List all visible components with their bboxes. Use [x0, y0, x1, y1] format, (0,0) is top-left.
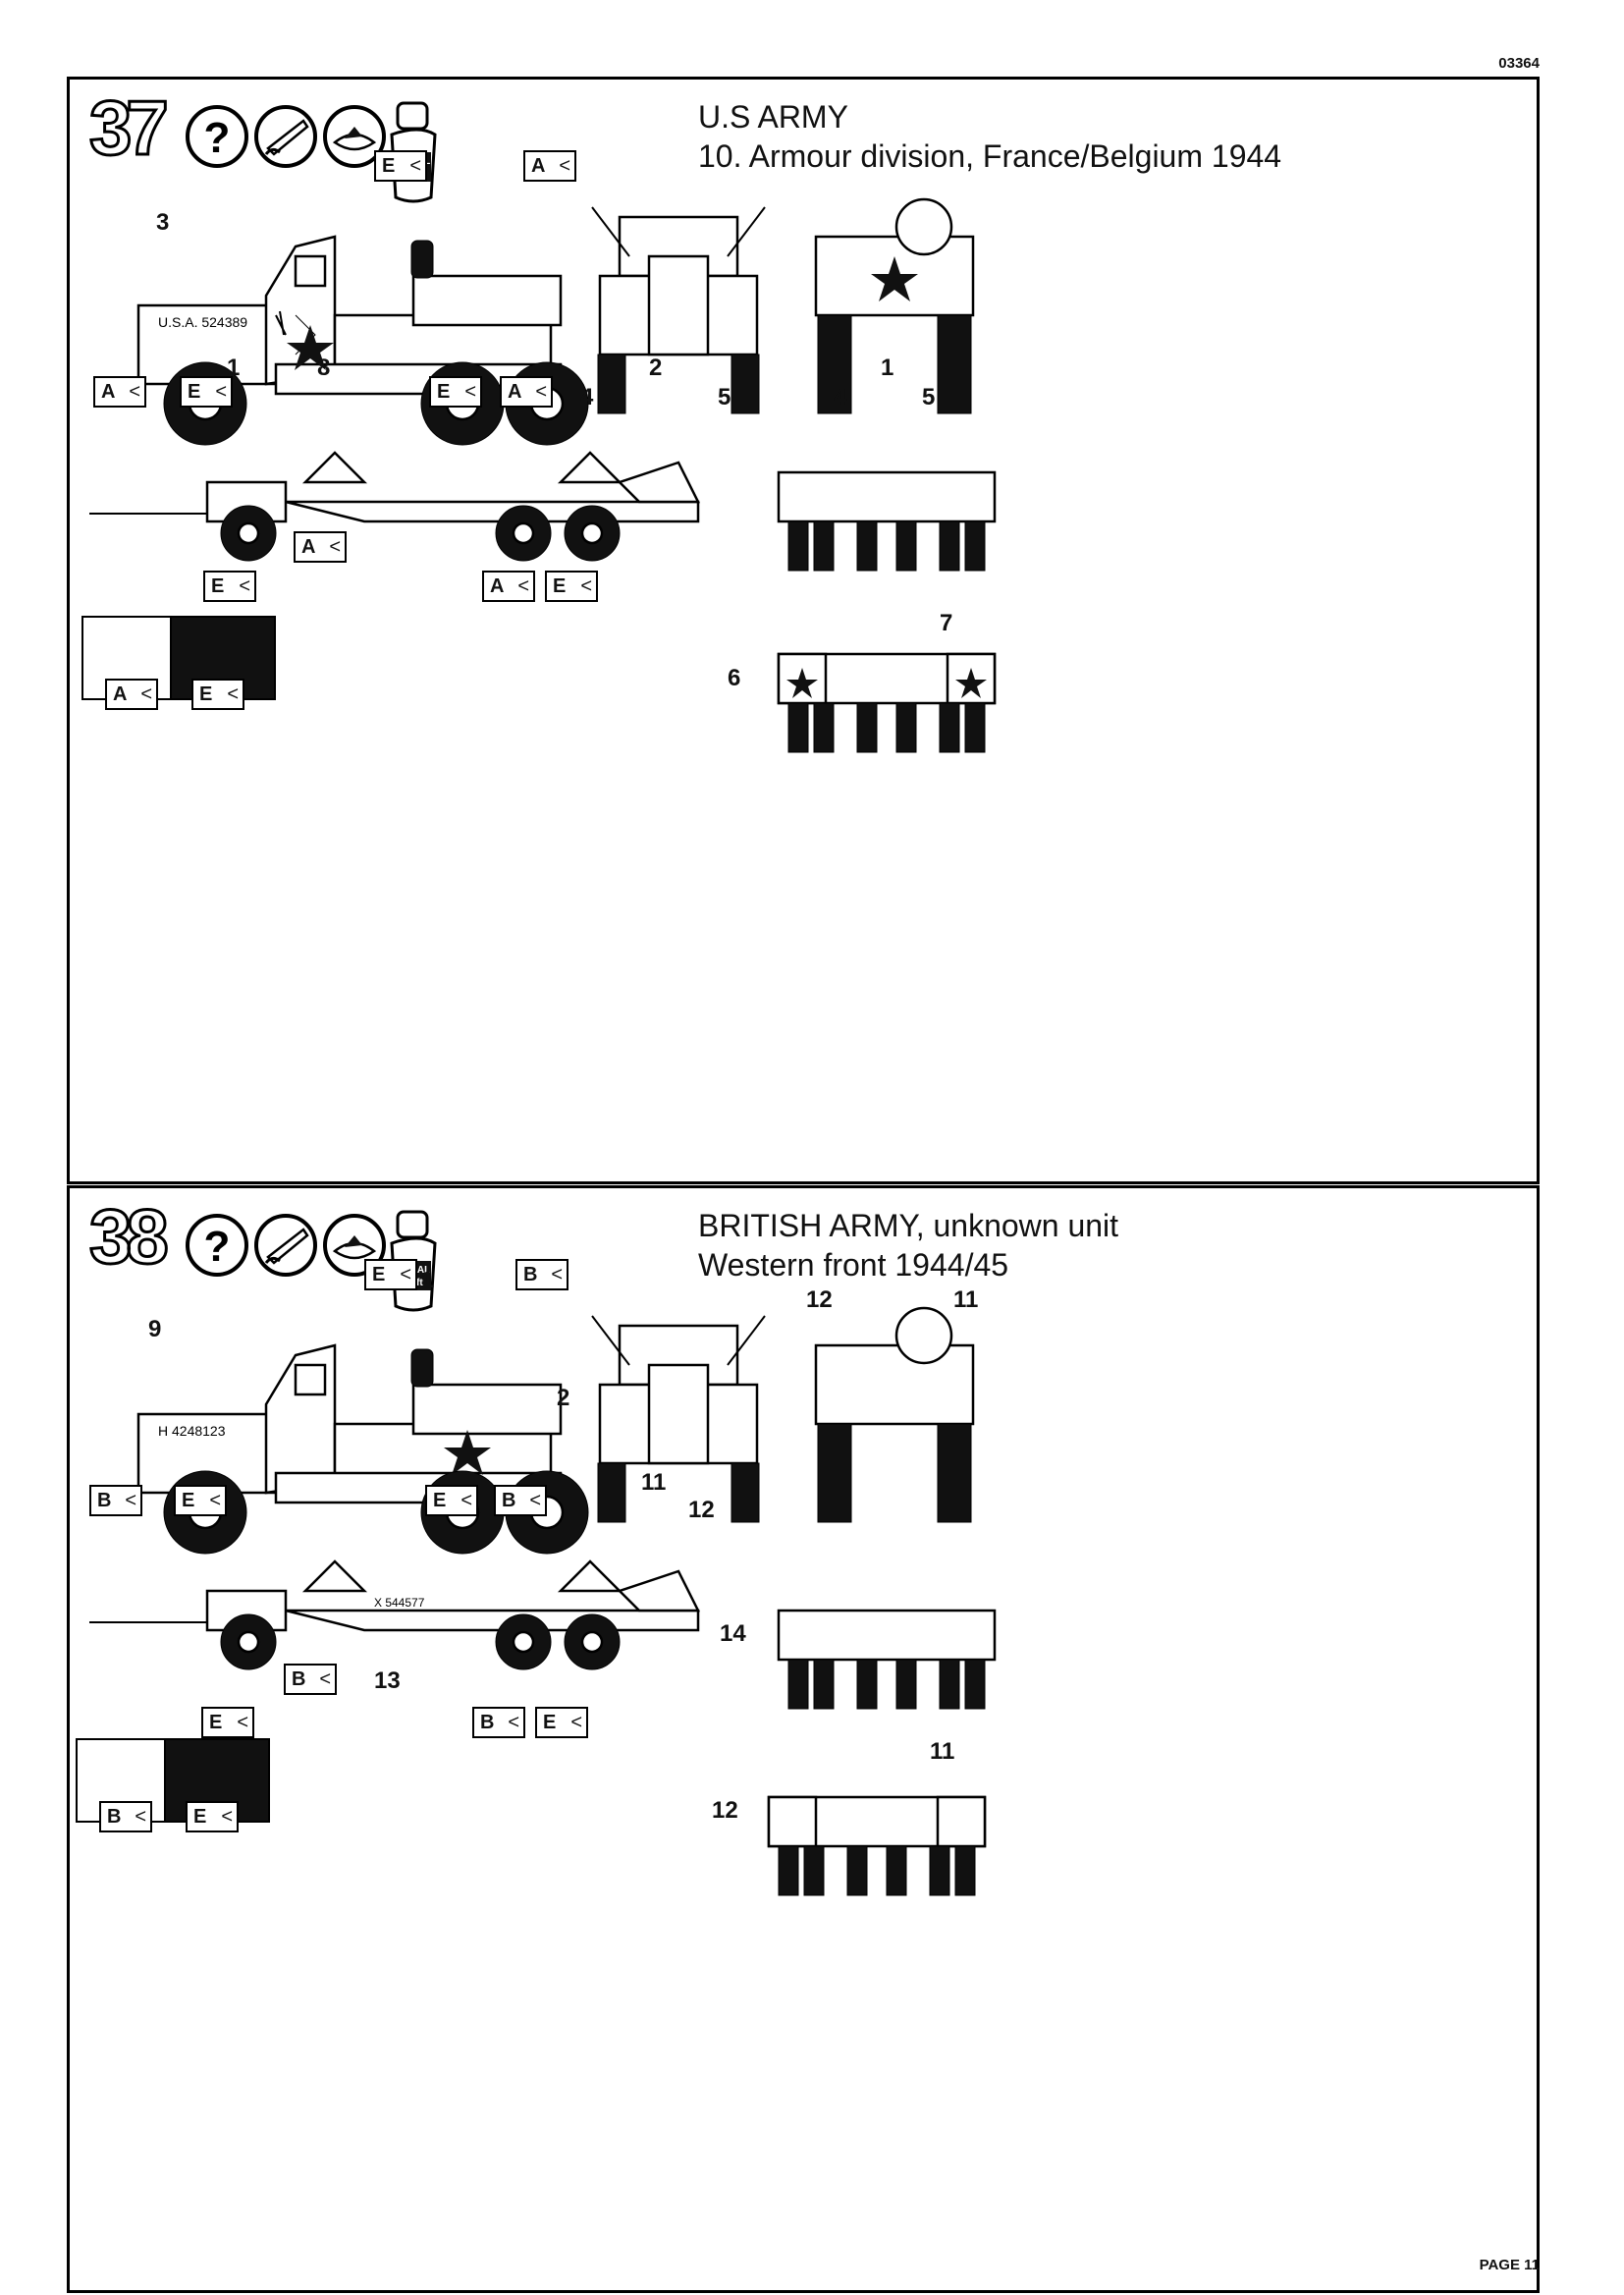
trailer-rear-view [767, 1795, 987, 1896]
color-code: E [186, 1801, 239, 1832]
truck-plate: U.S.A. 524389 [158, 314, 247, 330]
title-line-2: Western front 1944/45 [698, 1247, 1009, 1283]
color-code: A [105, 679, 158, 710]
trailer-front-view [777, 470, 997, 572]
trailer-side-view [89, 451, 701, 562]
trailer-rear-view [777, 652, 997, 753]
truck-rear-view [814, 1306, 975, 1523]
title-line-2: 10. Armour division, France/Belgium 1944 [698, 138, 1282, 174]
title-line-1: U.S ARMY [698, 99, 848, 135]
truck-side-view: U.S.A. 524389 [136, 235, 589, 446]
svg-text:?: ? [204, 1223, 231, 1271]
step-number: 38 [88, 1193, 171, 1280]
step-38-panel: 38 ? DECAL Soft BRITISH ARMY, unknown un… [67, 1185, 1540, 2293]
step-title: U.S ARMY 10. Armour division, France/Bel… [698, 97, 1281, 176]
step-title: BRITISH ARMY, unknown unit Western front… [698, 1206, 1118, 1284]
trailer-front-view [777, 1609, 997, 1710]
truck-rear-view [814, 197, 975, 414]
step-number: 37 [88, 84, 171, 171]
trailer-side-view: X 544577 [89, 1559, 701, 1670]
color-code: E [191, 679, 244, 710]
step-37-panel: 37 ? DECAL Soft U.S ARMY 10. Armour divi… [67, 77, 1540, 1184]
truck-front-view [591, 206, 766, 414]
product-code: 03364 [1498, 55, 1540, 72]
color-code: B [99, 1801, 152, 1832]
truck-front-view [591, 1315, 766, 1523]
trailer-plate: X 544577 [374, 1596, 425, 1610]
page-number: PAGE 11 [1479, 2257, 1540, 2273]
svg-text:?: ? [204, 114, 231, 162]
title-line-1: BRITISH ARMY, unknown unit [698, 1208, 1119, 1243]
truck-plate: H 4248123 [158, 1423, 226, 1439]
truck-side-view: H 4248123 [136, 1343, 589, 1555]
